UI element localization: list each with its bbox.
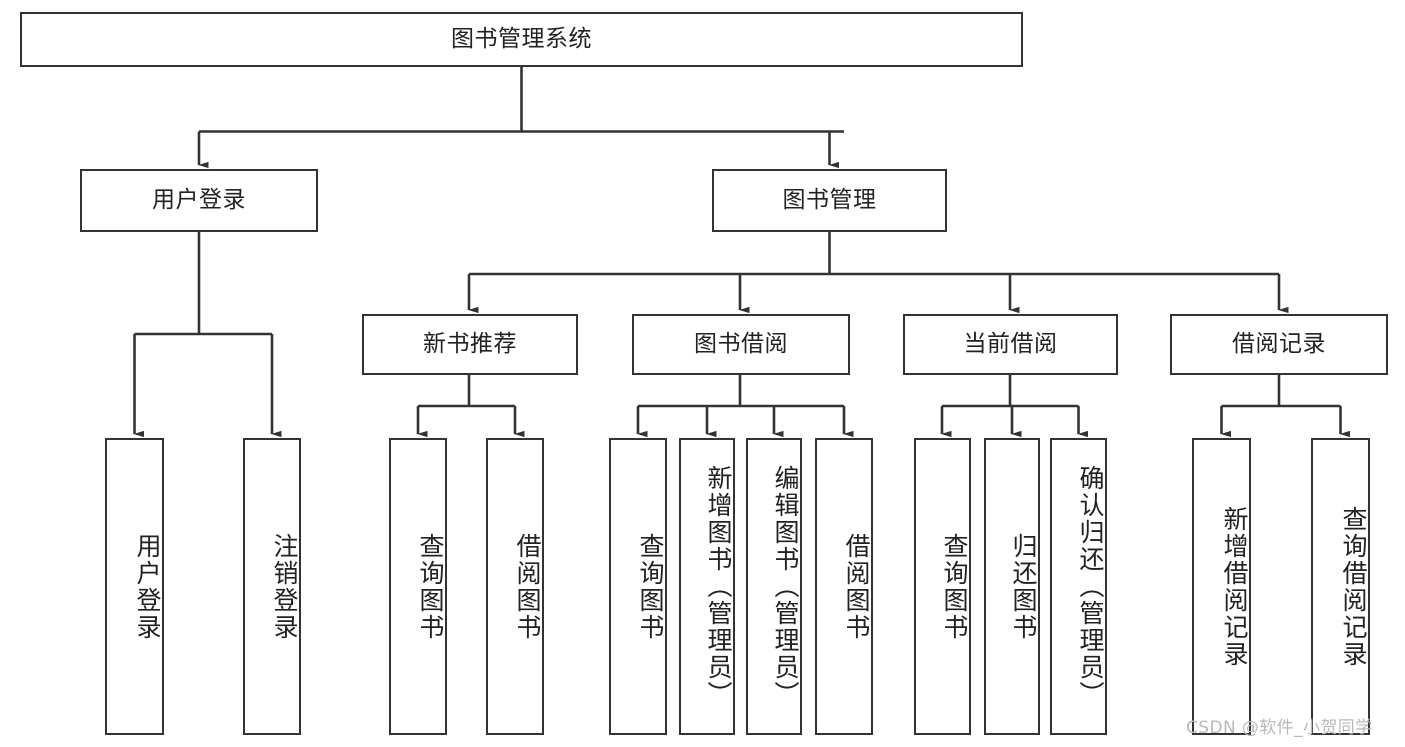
node-label: 注销登录 <box>270 532 299 641</box>
node-label: 用户登录 <box>133 532 162 641</box>
node-book-management[interactable]: 图书管理 <box>712 169 947 232</box>
leaf-return-book[interactable]: 归还图书 <box>984 438 1040 735</box>
node-label: 查询图书 <box>940 532 969 641</box>
node-label: 归还图书 <box>1009 532 1038 641</box>
node-label: 新增图书（管理员） <box>704 465 733 708</box>
node-label: 当前借阅 <box>963 330 1058 357</box>
leaf-confirm-return-admin[interactable]: 确认归还（管理员） <box>1050 438 1107 735</box>
leaf-edit-book-admin[interactable]: 编辑图书（管理员） <box>746 438 802 735</box>
node-borrow-record[interactable]: 借阅记录 <box>1170 314 1388 375</box>
leaf-add-borrow-record[interactable]: 新增借阅记录 <box>1192 438 1251 735</box>
node-label: 确认归还（管理员） <box>1076 465 1105 708</box>
node-label: 新增借阅记录 <box>1220 505 1249 668</box>
watermark: CSDN @软件_小贺同学 <box>1186 718 1373 738</box>
leaf-borrow-book-recommend[interactable]: 借阅图书 <box>486 438 544 735</box>
node-label: 编辑图书（管理员） <box>771 465 800 708</box>
node-label: 图书管理系统 <box>451 25 592 52</box>
node-label: 图书借阅 <box>694 330 788 357</box>
node-book-borrow[interactable]: 图书借阅 <box>632 314 850 375</box>
leaf-query-book-current[interactable]: 查询图书 <box>914 438 971 735</box>
node-label: 借阅图书 <box>513 532 542 641</box>
node-label: 借阅图书 <box>842 532 871 641</box>
node-label: 新书推荐 <box>423 330 517 357</box>
node-root-title[interactable]: 图书管理系统 <box>20 12 1023 67</box>
leaf-query-book-recommend[interactable]: 查询图书 <box>389 438 447 735</box>
node-label: 借阅记录 <box>1232 330 1326 357</box>
node-label: 图书管理 <box>782 186 877 213</box>
leaf-query-borrow-record[interactable]: 查询借阅记录 <box>1311 438 1370 735</box>
leaf-logout[interactable]: 注销登录 <box>243 438 301 735</box>
leaf-borrow-book[interactable]: 借阅图书 <box>815 438 873 735</box>
node-label: 查询图书 <box>416 532 445 641</box>
node-label: 用户登录 <box>152 186 246 213</box>
node-label: 查询借阅记录 <box>1339 505 1368 668</box>
node-user-login[interactable]: 用户登录 <box>80 169 318 232</box>
leaf-query-book-borrow[interactable]: 查询图书 <box>609 438 667 735</box>
leaf-add-book-admin[interactable]: 新增图书（管理员） <box>679 438 735 735</box>
node-current-borrow[interactable]: 当前借阅 <box>903 314 1118 375</box>
leaf-user-login[interactable]: 用户登录 <box>105 438 164 735</box>
node-label: 查询图书 <box>636 532 665 641</box>
node-new-book-recommend[interactable]: 新书推荐 <box>362 314 578 375</box>
